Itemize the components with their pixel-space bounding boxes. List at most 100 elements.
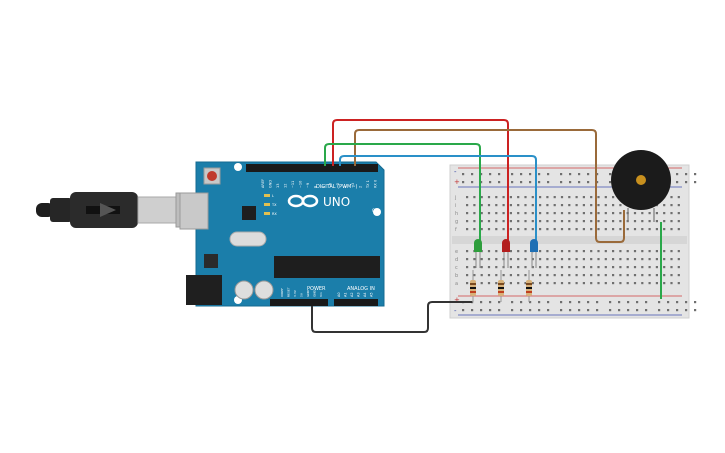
breadboard-hole [495,274,498,277]
breadboard-hole [568,250,571,253]
breadboard-hole [636,309,639,312]
row-letter: g [455,219,458,225]
breadboard-hole [596,181,599,184]
breadboard-hole [471,309,474,312]
breadboard-hole [655,212,658,215]
breadboard-hole [685,301,688,304]
analog-pin-label: A1 [344,292,348,297]
breadboard-hole [498,301,501,304]
breadboard-hole [466,196,469,199]
analog-pin-label: A2 [350,292,354,297]
breadboard-hole [575,266,578,269]
breadboard-hole [663,258,666,261]
wire-black-ground [311,301,472,333]
breadboard-hole [553,258,556,261]
breadboard-hole [531,266,534,269]
breadboard-hole [560,301,563,304]
breadboard-hole [553,274,556,277]
breadboard-hole [502,228,505,231]
resistor [498,270,504,302]
breadboard-hole [596,309,599,312]
breadboard-hole [480,212,483,215]
row-letter: b [455,273,458,279]
breadboard-hole [587,309,590,312]
green-led [474,239,482,268]
breadboard-hole [648,250,651,253]
digital-pin-label: 13 [276,184,280,188]
digital-pin-label: RX 0 [374,180,378,188]
breadboard-hole [502,204,505,207]
breadboard-hole [619,258,622,261]
breadboard-hole [667,309,670,312]
wires [311,119,662,333]
breadboard-hole [524,228,527,231]
breadboard-hole [509,228,512,231]
breadboard-hole [582,266,585,269]
breadboard-hole [502,196,505,199]
breadboard-hole [466,220,469,223]
breadboard-hole [590,282,593,285]
leds [474,239,538,268]
breadboard-hole [685,181,688,184]
rail-plus-bottom: + [454,296,460,304]
breadboard-hole [612,204,615,207]
breadboard-hole [531,258,534,261]
breadboard-hole [641,258,644,261]
breadboard-hole [546,250,549,253]
breadboard-hole [473,266,476,269]
breadboard-hole [619,282,622,285]
breadboard-hole [480,266,483,269]
digital-pin-label: ~5 [336,183,340,188]
breadboard-hole [487,212,491,215]
digital-pin-label: 12 [284,184,288,188]
row-letter: d [455,257,458,263]
breadboard-hole [578,309,581,312]
breadboard-hole [618,309,621,312]
breadboard-hole [670,274,673,277]
wire-brown [354,129,625,243]
breadboard-hole [597,228,600,231]
power-pin-label: GND [313,289,317,297]
breadboard-hole [509,258,512,261]
breadboard-hole [517,212,520,215]
breadboard-hole [524,250,527,253]
breadboard-hole [677,228,680,231]
breadboard-hole [633,212,637,215]
breadboard-hole [569,301,572,304]
breadboard-hole [509,204,512,207]
breadboard-hole [575,204,578,207]
breadboard-hole [560,266,564,269]
digital-pin-label: GND [269,180,273,188]
breadboard-hole [645,301,648,304]
breadboard-hole [587,173,590,176]
breadboard-hole [487,274,491,277]
board-led [264,203,270,206]
breadboard-hole [524,220,527,223]
breadboard-hole [568,204,571,207]
breadboard-hole [676,173,679,176]
breadboard-hole [677,212,680,215]
row-letter: e [455,249,458,255]
breadboard-hole [547,173,550,176]
breadboard-hole [590,228,593,231]
breadboard-hole [509,274,512,277]
led-body [502,239,510,252]
breadboard-hole [677,266,680,269]
breadboard-hole [641,266,644,269]
breadboard-hole [627,309,630,312]
breadboard-hole [633,258,637,261]
breadboard-hole [539,212,542,215]
breadboard-hole [587,181,590,184]
breadboard-hole [538,309,541,312]
breadboard-hole [531,220,534,223]
breadboard-hole [539,220,542,223]
breadboard-hole [509,212,512,215]
breadboard-hole [480,258,483,261]
breadboard-hole [670,282,673,285]
breadboard-hole [658,309,661,312]
board-led [264,194,270,197]
breadboard-hole [529,309,532,312]
breadboard-hole [520,301,523,304]
breadboard-hole [658,301,661,304]
